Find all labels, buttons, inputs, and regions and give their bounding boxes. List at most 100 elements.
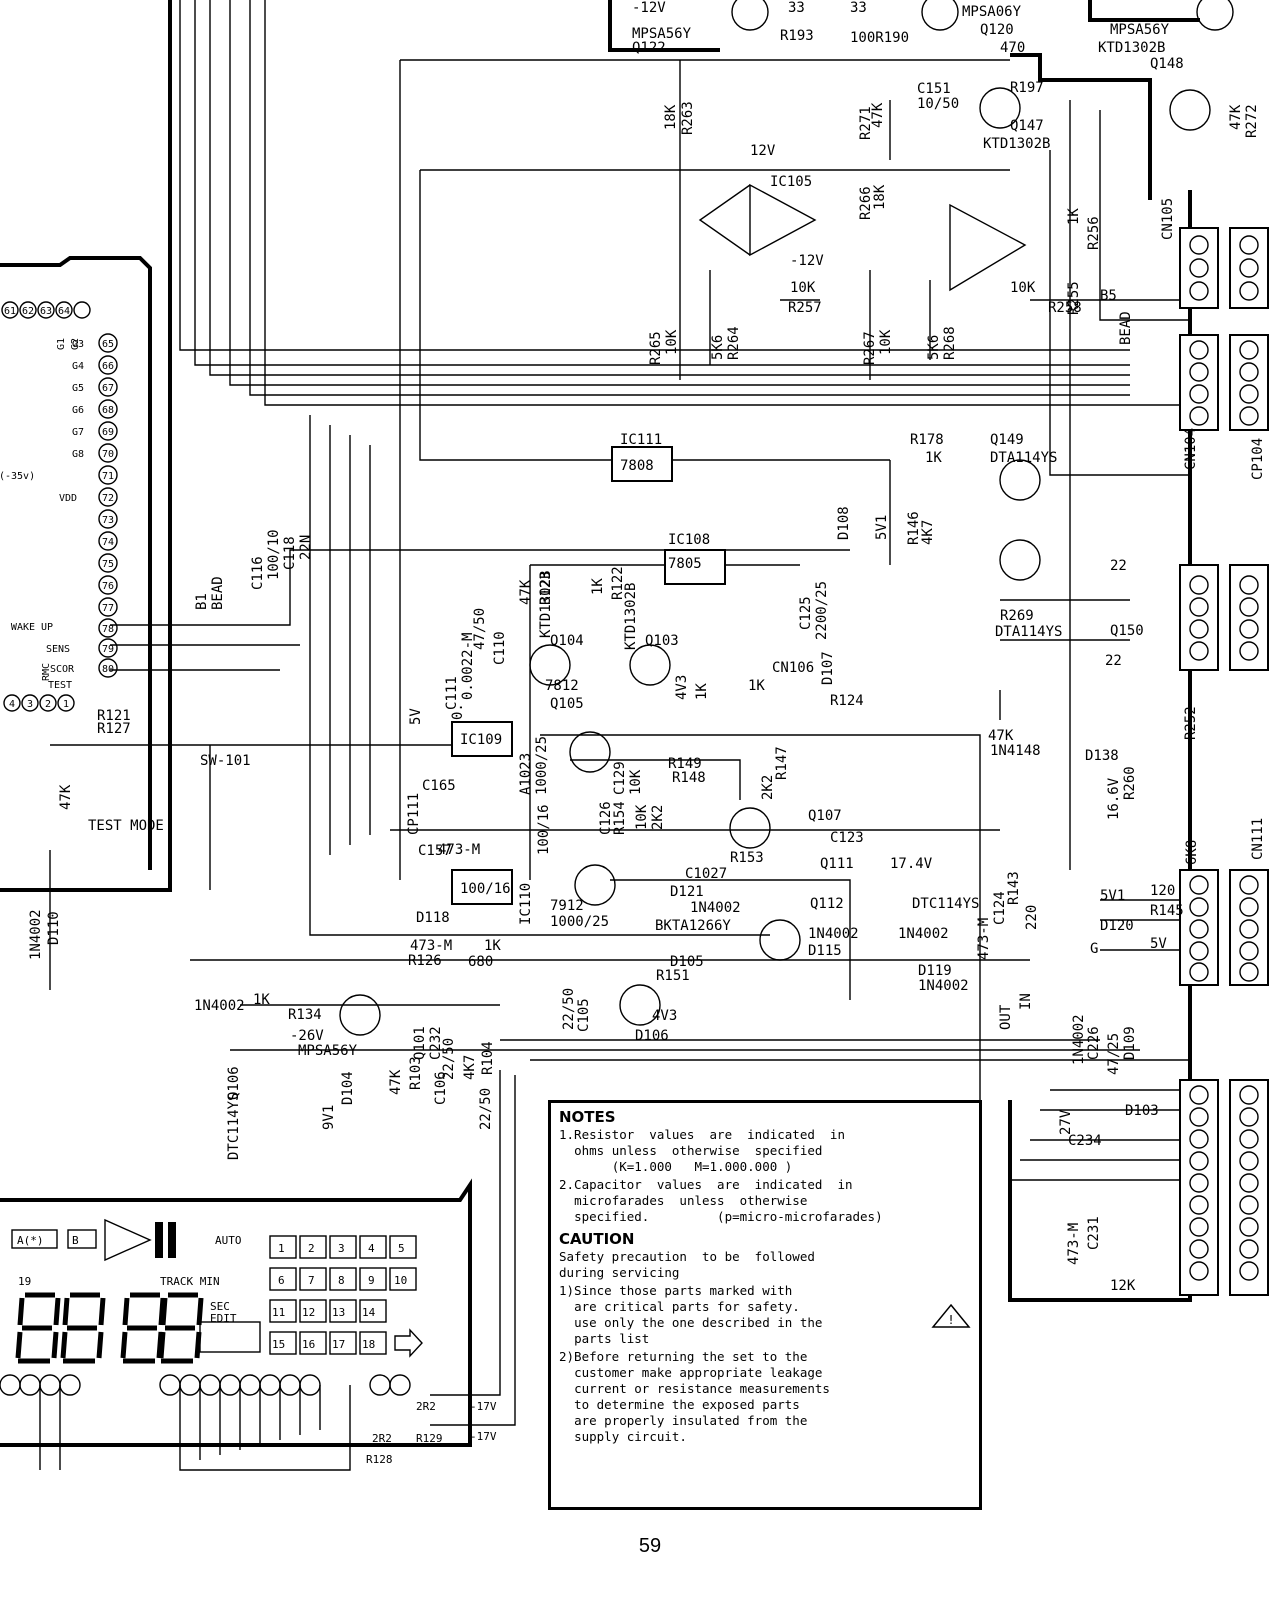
label-mid-133: 4K7 (462, 1055, 478, 1080)
label-mid-49: 47K (58, 784, 74, 810)
label-mid-153: R150 (0, 0, 34, 4)
label-mid-54: IC109 (460, 732, 502, 748)
label-display_pins-34: TEST (48, 680, 72, 691)
label-display_pins-25: 76 (102, 581, 114, 592)
label-mid-16: C118 (282, 536, 298, 570)
label-bottom-24: 16 (302, 1338, 315, 1351)
label-mid-14: C116 (250, 556, 266, 590)
label-mid-17: 22N (298, 535, 314, 560)
label-mid-7: CP104 (1250, 438, 1266, 480)
label-mid-41: CN106 (772, 660, 814, 676)
label-display_pins-38: 1 (63, 699, 69, 710)
label-mid-154: CN110 (0, 0, 42, 4)
label-display_pins-2: 63 (40, 306, 52, 317)
label-mid-57: A1023 (518, 753, 534, 795)
label-mid-19: 7805 (668, 556, 702, 572)
label-display_pins-13: 68 (102, 405, 114, 416)
label-mid-32: 47/50 (472, 608, 488, 650)
label-mid-51: SW-101 (200, 753, 251, 769)
heavy-lines (0, 0, 1200, 1447)
label-upper-26: 5K6 (710, 335, 726, 360)
label-mid-126: 1K (253, 992, 270, 1008)
label-upper-30: 5K6 (926, 335, 942, 360)
notes-box: NOTES 1.Resistor values are indicated in… (548, 1100, 982, 1510)
ic110-box (451, 869, 513, 905)
label-mid-88: C1027 (685, 866, 727, 882)
label-mid-117: 1N4002 (28, 909, 44, 960)
label-bottom-31: A-B (0, 0, 20, 3)
label-display_pins-16: G8 (72, 449, 84, 460)
label-bottom-1: -17V (470, 1400, 497, 1413)
label-top-9: 470 (1000, 40, 1025, 56)
q101-transistor (339, 994, 381, 1036)
label-mid-21: 2200/25 (814, 581, 830, 640)
label-upper-11: 12V (750, 143, 776, 159)
label-bottom-18: 10 (394, 1274, 407, 1287)
label-top-4: R193 (780, 28, 814, 44)
q148a-transistor (1196, 0, 1234, 31)
label-mid-69: R260 (1122, 766, 1138, 800)
q150-transistor (999, 539, 1041, 581)
label-mid-113: 1N4002 (1071, 1014, 1087, 1065)
label-display_pins-35: 4 (9, 699, 15, 710)
label-mid-9: 5V1 (874, 515, 890, 540)
label-bottom-22: 14 (362, 1306, 376, 1319)
label-mid-60: 10K (628, 769, 644, 795)
label-bottom-8: AUTO (215, 1234, 242, 1247)
label-mid-56: Q105 (550, 696, 584, 712)
label-mid-143: Q106 (226, 1066, 242, 1100)
q107-transistor (729, 807, 771, 849)
label-mid-130: Q101 (412, 1026, 428, 1060)
label-display_pins-22: 73 (102, 515, 114, 526)
q122-transistor (731, 0, 769, 31)
label-mid-25: R122 (610, 566, 626, 600)
label-mid-118: D110 (46, 911, 62, 945)
label-display_pins-11: 67 (102, 383, 114, 394)
wiring (39, 0, 1190, 1471)
label-upper-32: B5 (1100, 288, 1117, 304)
label-mid-18: IC108 (668, 532, 710, 548)
label-mid-115: 47/25 (1106, 1033, 1122, 1075)
label-upper-12: IC105 (770, 174, 812, 190)
label-mid-80: Q107 (808, 808, 842, 824)
label-mid-47: R121 (97, 708, 131, 724)
display-number-boxes (11, 1218, 423, 1358)
label-mid-44: D107 (820, 651, 836, 685)
cn111-box (1179, 869, 1219, 986)
label-display_pins-31: SCOR (50, 664, 75, 675)
label-mid-59: C129 (612, 761, 628, 795)
label-mid-34: 0. (450, 703, 466, 720)
label-bottom-19: 11 (272, 1306, 285, 1319)
label-mid-98: 1N4002 (898, 926, 949, 942)
label-mid-62: R148 (672, 770, 706, 786)
label-mid-26: Q104 (550, 633, 584, 649)
cn110-box (1179, 1079, 1219, 1296)
label-mid-85: IC110 (518, 883, 534, 925)
label-upper-23: R255 (1066, 281, 1082, 315)
ic111-box (611, 446, 673, 482)
label-mid-95: DTC114YS (912, 896, 979, 912)
label-bottom-30: EDIT (210, 1312, 237, 1325)
label-mid-101: 473-M (976, 918, 992, 960)
label-display_pins-12: G6 (72, 405, 84, 416)
top-labels: -12VMPSA56YQ12233R19333100R190MPSA06YQ12… (632, 0, 1184, 72)
label-top-5: 33 (850, 0, 867, 16)
label-mid-4: Q149 (990, 432, 1024, 448)
label-mid-147: D103 (1125, 1103, 1159, 1119)
label-mid-52: 5V (408, 708, 424, 725)
ic109-box (451, 721, 513, 757)
label-bottom-4: -17V (470, 1430, 497, 1443)
label-bottom-14: 6 (278, 1274, 285, 1287)
label-mid-38: Q150 (1110, 623, 1144, 639)
caution-intro: Safety precaution to be followed during … (559, 1249, 815, 1280)
display-pin-circles (1, 301, 118, 712)
label-mid-110: G (1090, 941, 1098, 957)
label-mid-53: C165 (422, 778, 456, 794)
label-mid-144: DTC114YS (226, 1093, 242, 1160)
label-display_pins-29: SENS (46, 644, 70, 655)
label-mid-135: 22/50 (478, 1088, 494, 1130)
label-display_pins-10: G5 (72, 383, 84, 394)
label-mid-0: IC111 (620, 432, 662, 448)
label-mid-120: R126 (408, 953, 442, 969)
label-mid-82: 473-M (438, 842, 480, 858)
